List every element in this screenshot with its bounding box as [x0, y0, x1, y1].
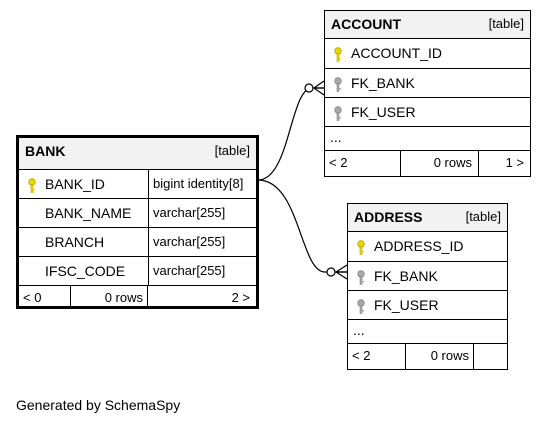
column-type: varchar[255]: [153, 234, 226, 249]
crowfoot-address: [335, 264, 348, 280]
more-columns-ellipsis: ...: [330, 129, 342, 145]
column-name: ADDRESS_ID: [374, 238, 464, 254]
table-type: [table]: [214, 143, 250, 158]
column-name: FK_USER: [351, 104, 416, 120]
foreign-key-icon: [334, 106, 342, 121]
column-type: varchar[255]: [153, 263, 226, 278]
column-name: ACCOUNT_ID: [351, 45, 443, 61]
column-name: FK_USER: [374, 297, 439, 313]
column-row[interactable]: ACCOUNT_ID: [325, 39, 530, 69]
table-account[interactable]: ACCOUNT [table] ACCOUNT_ID FK_BANK: [324, 10, 531, 177]
more-columns-ellipsis: ...: [353, 322, 365, 338]
column-row[interactable]: FK_USER: [325, 98, 530, 127]
optional-marker-address: [326, 267, 336, 277]
child-count-link[interactable]: 2 >: [231, 290, 250, 305]
relationship-bank-address: [257, 179, 347, 273]
relationship-bank-account: [257, 87, 324, 181]
foreign-key-icon: [334, 77, 342, 92]
table-name: BANK: [25, 143, 66, 159]
more-columns-row[interactable]: ...: [325, 127, 530, 151]
column-name: FK_BANK: [374, 268, 438, 284]
column-divider: [148, 199, 149, 227]
column-row[interactable]: BANK_ID bigint identity[8]: [19, 170, 256, 199]
column-row[interactable]: FK_USER: [348, 291, 507, 320]
column-row[interactable]: ADDRESS_ID: [348, 232, 507, 262]
column-name: BANK_NAME: [45, 205, 132, 221]
column-row[interactable]: IFSC_CODE varchar[255]: [19, 257, 256, 286]
column-type: varchar[255]: [153, 205, 226, 220]
table-header: BANK [table]: [19, 138, 256, 170]
row-count: 0 rows: [71, 286, 148, 306]
key-icon: [357, 240, 365, 255]
column-row[interactable]: BANK_NAME varchar[255]: [19, 199, 256, 228]
column-name: BANK_ID: [45, 176, 105, 192]
table-name: ADDRESS: [354, 209, 423, 225]
parent-count-link[interactable]: < 2: [325, 151, 401, 176]
column-divider: [148, 257, 149, 285]
table-footer: < 0 0 rows 2 >: [19, 286, 256, 306]
key-icon: [334, 47, 342, 62]
child-count-link[interactable]: [474, 344, 507, 369]
table-name: ACCOUNT: [331, 16, 401, 32]
column-row[interactable]: FK_BANK: [348, 262, 507, 291]
column-divider: [148, 170, 149, 198]
column-row[interactable]: FK_BANK: [325, 69, 530, 98]
table-footer: < 2 0 rows 1 >: [325, 151, 530, 176]
foreign-key-icon: [357, 270, 365, 285]
child-count-link[interactable]: 1 >: [505, 155, 524, 170]
table-type: [table]: [488, 16, 524, 31]
generated-by-label: Generated by SchemaSpy: [16, 397, 181, 413]
column-name: IFSC_CODE: [45, 263, 126, 279]
crowfoot-account: [313, 80, 325, 96]
more-columns-row[interactable]: ...: [348, 320, 507, 344]
table-header: ADDRESS [table]: [348, 204, 507, 232]
table-bank[interactable]: BANK [table] BANK_ID bigint identity[8] …: [16, 135, 259, 309]
row-count: 0 rows: [401, 151, 479, 176]
column-type: bigint identity[8]: [153, 176, 244, 191]
column-name: BRANCH: [45, 234, 105, 250]
table-footer: < 2 0 rows: [348, 344, 507, 369]
key-icon: [28, 178, 36, 193]
column-name: FK_BANK: [351, 75, 415, 91]
parent-count-link[interactable]: < 2: [348, 344, 406, 369]
column-row[interactable]: BRANCH varchar[255]: [19, 228, 256, 257]
row-count: 0 rows: [406, 344, 474, 369]
parent-count-link[interactable]: < 0: [19, 286, 71, 306]
table-address[interactable]: ADDRESS [table] ADDRESS_ID FK_BANK: [347, 203, 508, 370]
foreign-key-icon: [357, 299, 365, 314]
table-type: [table]: [465, 209, 501, 224]
table-header: ACCOUNT [table]: [325, 11, 530, 39]
column-divider: [148, 228, 149, 256]
optional-marker-account: [304, 83, 314, 93]
